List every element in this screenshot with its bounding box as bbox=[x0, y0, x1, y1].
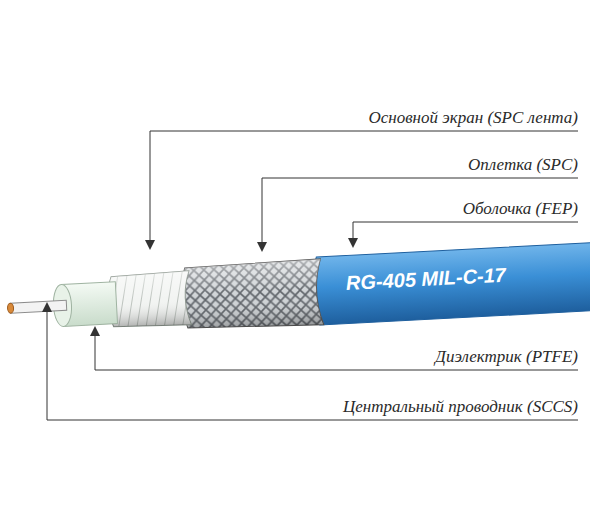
part-label: Диэлектрик (PTFE) bbox=[435, 347, 578, 367]
part-label: Оболочка (FEP) bbox=[463, 199, 578, 219]
part-label: Оплетка (SPC) bbox=[468, 155, 578, 175]
part-label: Центральный проводник (SCCS) bbox=[343, 397, 578, 417]
part-label: Основной экран (SPC лента) bbox=[368, 108, 578, 128]
